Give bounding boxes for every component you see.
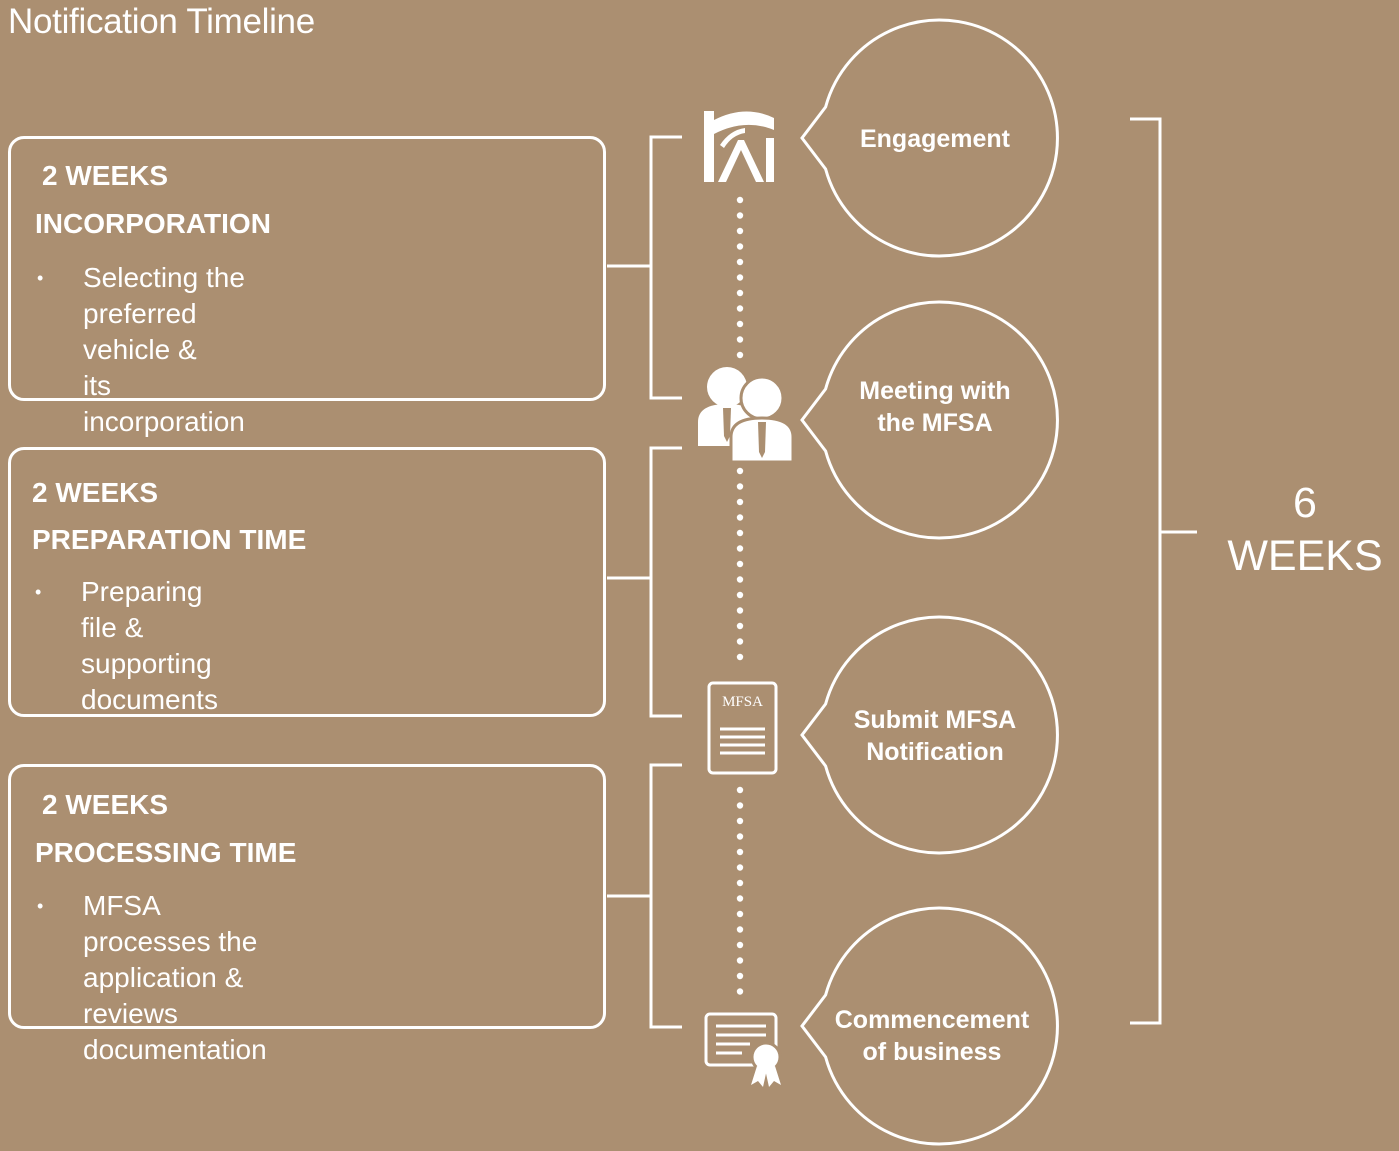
timeline-dot bbox=[736, 351, 744, 359]
timeline-dot bbox=[736, 196, 744, 204]
timeline-dot bbox=[736, 320, 744, 328]
logo-icon bbox=[704, 111, 774, 182]
phase-bullet-text: MFSA processes the application & reviews… bbox=[83, 890, 267, 1065]
timeline-dot bbox=[736, 274, 744, 281]
people-icon bbox=[698, 367, 795, 464]
timeline-dot bbox=[736, 848, 744, 856]
step-label-meeting: Meeting with the MFSA bbox=[859, 377, 1011, 437]
total-duration: 6 WEEKS bbox=[1210, 477, 1399, 583]
timeline-dot bbox=[736, 483, 744, 490]
document-icon: MFSA bbox=[707, 681, 778, 775]
timeline-dot bbox=[736, 560, 744, 568]
timeline-dot bbox=[736, 258, 744, 266]
phase-box-preparation: 2 WEEKS PREPARATION TIME • Preparing fil… bbox=[8, 447, 606, 717]
timeline-dot bbox=[736, 817, 744, 825]
timeline-dot bbox=[736, 498, 744, 506]
timeline-dot bbox=[736, 895, 744, 902]
svg-text:MFSA: MFSA bbox=[722, 694, 763, 710]
timeline-dot bbox=[736, 988, 744, 995]
phase-name: INCORPORATION bbox=[35, 208, 271, 239]
timeline-dot bbox=[736, 336, 744, 343]
phase-box-processing: 2 WEEKS PROCESSING TIME • MFSA processes… bbox=[8, 764, 606, 1065]
phase-bracket-2 bbox=[607, 446, 682, 718]
timeline-dot bbox=[736, 864, 744, 871]
timeline-dot bbox=[736, 305, 744, 312]
page-title: Notification Timeline bbox=[8, 2, 315, 41]
timeline-dot bbox=[736, 467, 744, 475]
total-unit: WEEKS bbox=[1227, 532, 1383, 580]
timeline-dot bbox=[736, 638, 744, 645]
timeline-dot bbox=[736, 957, 744, 964]
step-bubble-1 bbox=[800, 18, 1059, 258]
timeline-dot bbox=[736, 879, 744, 887]
phase-bracket-1 bbox=[607, 135, 682, 400]
timeline-dot bbox=[736, 802, 744, 809]
timeline-dot bbox=[736, 243, 744, 250]
timeline-dot bbox=[736, 910, 744, 918]
bullet-dot: • bbox=[37, 268, 44, 288]
bullet-dot: • bbox=[35, 582, 42, 602]
bullet-dot: • bbox=[37, 896, 44, 916]
timeline-dot bbox=[736, 212, 744, 219]
timeline-dot bbox=[736, 833, 744, 840]
timeline-dot bbox=[736, 545, 744, 552]
timeline-dot bbox=[736, 653, 744, 661]
timeline-dot bbox=[736, 941, 744, 949]
total-bracket bbox=[1130, 117, 1197, 1025]
phase-box-incorporation: 2 WEEKS INCORPORATION • Selecting the pr… bbox=[8, 136, 606, 437]
step-label-submit: Submit MFSA Notification bbox=[853, 706, 1017, 766]
certificate-icon bbox=[704, 1012, 782, 1087]
step-label-engagement: Engagement bbox=[859, 125, 1011, 153]
timeline-dot bbox=[736, 926, 744, 933]
timeline-dot bbox=[736, 514, 744, 521]
phase-name: PREPARATION TIME bbox=[32, 524, 307, 555]
step-bubble-3 bbox=[800, 615, 1059, 855]
timeline-dot bbox=[736, 972, 744, 980]
timeline-dot bbox=[736, 607, 744, 614]
phase-bullet-text: Preparing file & supporting documents bbox=[81, 576, 218, 715]
timeline-dot bbox=[736, 227, 744, 235]
timeline-dots bbox=[736, 196, 744, 995]
timeline-dot bbox=[736, 289, 744, 297]
timeline-dot bbox=[736, 529, 744, 537]
phase-duration: 2 WEEKS bbox=[42, 160, 169, 191]
step-bubble-4 bbox=[800, 906, 1059, 1146]
phase-name: PROCESSING TIME bbox=[35, 837, 297, 868]
step-bubble-2 bbox=[800, 300, 1059, 540]
phase-bullet-text: Selecting the preferred vehicle & its in… bbox=[83, 262, 245, 437]
phase-bracket-3 bbox=[607, 763, 682, 1029]
phase-duration: 2 WEEKS bbox=[42, 789, 169, 820]
step-label-commencement: Commencement of business bbox=[834, 1006, 1030, 1066]
timeline-dot bbox=[736, 622, 744, 630]
timeline-dot bbox=[736, 786, 744, 794]
timeline-dot bbox=[736, 576, 744, 583]
total-number: 6 bbox=[1293, 479, 1317, 527]
phase-duration: 2 WEEKS bbox=[32, 477, 159, 508]
timeline-dot bbox=[736, 591, 744, 599]
